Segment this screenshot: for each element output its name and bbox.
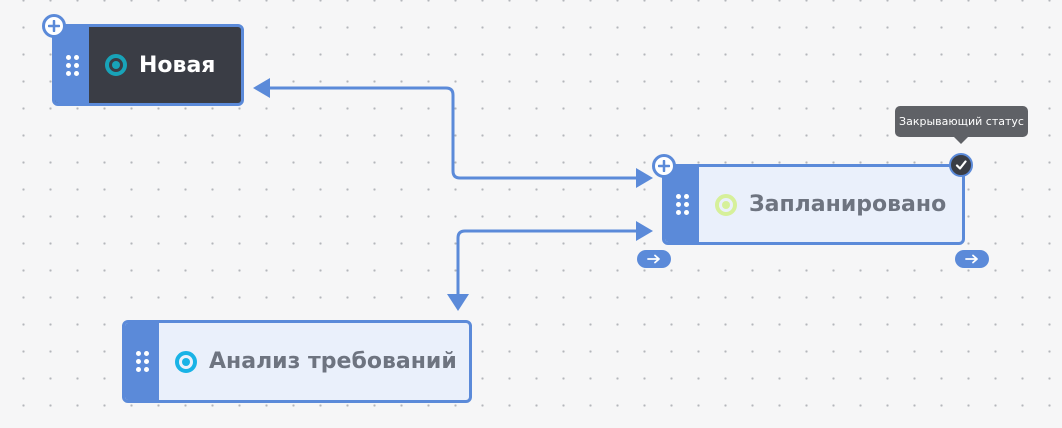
add-transition-button[interactable]	[42, 14, 66, 38]
edge-zaplanirovano-novaya[interactable]	[270, 86, 640, 180]
node-body: Запланировано	[699, 167, 962, 242]
status-color-icon	[715, 193, 737, 216]
status-color-icon	[105, 54, 127, 76]
plus-icon	[48, 20, 60, 32]
edge-arrowhead-analiz	[447, 294, 469, 311]
plus-icon	[658, 160, 670, 172]
node-body: Анализ требований	[159, 323, 469, 400]
tooltip-text: Закрывающий статус	[899, 115, 1024, 128]
arrow-right-icon	[647, 254, 660, 264]
drag-handle[interactable]	[125, 323, 159, 400]
node-label: Запланировано	[749, 192, 947, 217]
closing-status-tooltip: Закрывающий статус	[895, 106, 1028, 144]
status-node-zaplanirovano[interactable]: Запланировано	[662, 164, 965, 245]
transition-left-button[interactable]	[637, 250, 671, 268]
status-color-icon	[175, 350, 197, 373]
grip-dots-icon	[135, 351, 149, 372]
status-node-novaya[interactable]: Новая	[52, 24, 244, 106]
drag-handle[interactable]	[665, 167, 699, 242]
edge-arrowhead-zaplanirovano-bottom	[636, 221, 653, 241]
transition-right-button[interactable]	[955, 250, 989, 268]
node-body: Новая	[89, 27, 241, 103]
checkmark-icon	[955, 160, 967, 170]
grip-dots-icon	[675, 194, 689, 215]
grip-dots-icon	[65, 54, 79, 76]
status-node-analiz[interactable]: Анализ требований	[122, 320, 472, 403]
node-label: Новая	[139, 52, 216, 78]
drag-handle[interactable]	[55, 27, 89, 103]
closing-status-toggle[interactable]	[949, 153, 973, 177]
edge-zaplanirovano-analiz[interactable]	[456, 229, 640, 296]
node-label: Анализ требований	[209, 349, 457, 374]
add-transition-button[interactable]	[652, 154, 676, 178]
edge-arrowhead-novaya	[253, 78, 270, 98]
arrow-right-icon	[965, 254, 978, 264]
edge-arrowhead-zaplanirovano-top	[636, 168, 653, 188]
